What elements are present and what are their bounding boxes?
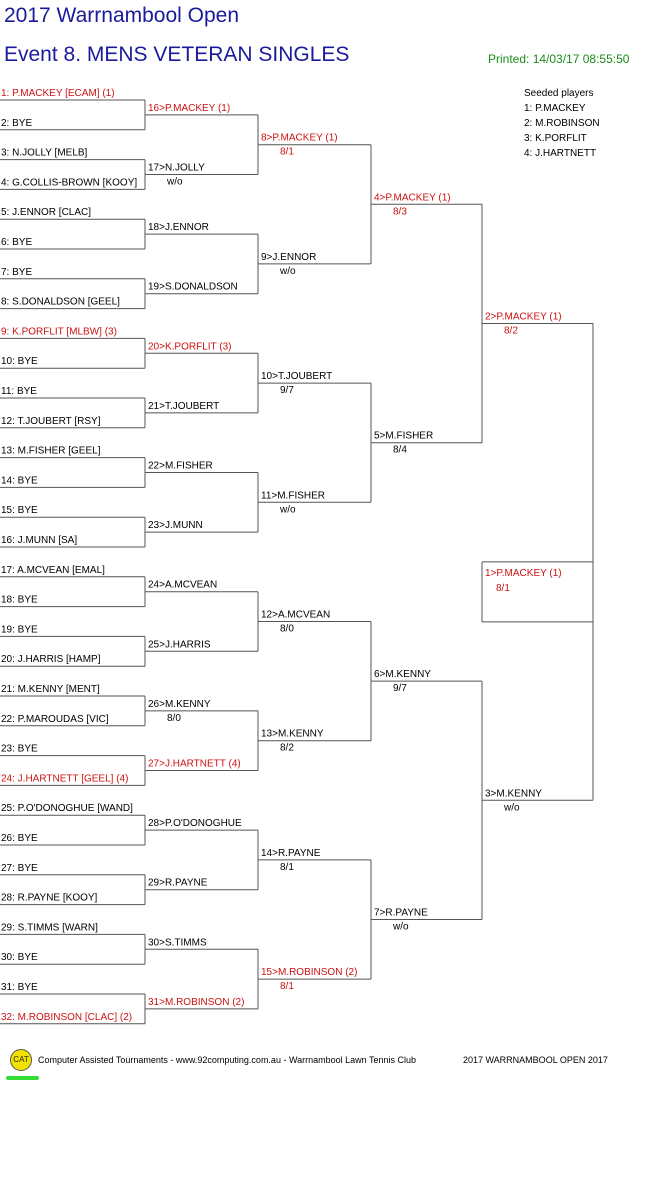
round1-player: 5: J.ENNOR [CLAC] <box>1 207 91 218</box>
round3-score: 8/1 <box>280 147 294 158</box>
seeded-players-list: Seeded players 1: P.MACKEY 2: M.ROBINSON… <box>524 86 600 161</box>
round1-player: 23: BYE <box>1 744 38 755</box>
round1-player: 22: P.MAROUDAS [VIC] <box>1 714 109 725</box>
round1-player: 8: S.DONALDSON [GEEL] <box>1 297 120 308</box>
round1-player: 16: J.MUNN [SA] <box>1 535 77 546</box>
round3-winner: 8>P.MACKEY (1) <box>261 133 338 144</box>
round2-winner: 30>S.TIMMS <box>148 937 207 948</box>
round4-score: 9/7 <box>393 683 407 694</box>
champion: 1>P.MACKEY (1) <box>485 568 562 579</box>
round2-winner: 22>M.FISHER <box>148 461 213 472</box>
round1-player: 11: BYE <box>1 386 37 397</box>
round2-score: 8/0 <box>167 713 181 724</box>
round2-winner: 18>J.ENNOR <box>148 222 209 233</box>
round1-player: 31: BYE <box>1 982 38 993</box>
seeded-player: 1: P.MACKEY <box>524 103 586 114</box>
round1-player: 14: BYE <box>1 475 38 486</box>
round1-player: 13: M.FISHER [GEEL] <box>1 446 101 457</box>
round3-score: w/o <box>279 266 296 277</box>
round4-winner: 5>M.FISHER <box>374 431 433 442</box>
seeded-player: 2: M.ROBINSON <box>524 118 600 129</box>
round3-score: 8/0 <box>280 624 294 635</box>
round4-winner: 7>R.PAYNE <box>374 908 428 919</box>
round2-winner: 25>J.HARRIS <box>148 639 211 650</box>
round1-player: 26: BYE <box>1 833 38 844</box>
round3-winner: 10>T.JOUBERT <box>261 371 332 382</box>
round1-player: 19: BYE <box>1 624 38 635</box>
final-score: 8/1 <box>496 583 510 594</box>
round1-player: 20: J.HARRIS [HAMP] <box>1 654 101 665</box>
round1-player: 6: BYE <box>1 237 32 248</box>
round1-player: 21: M.KENNY [MENT] <box>1 684 100 695</box>
round3-winner: 11>M.FISHER <box>261 490 325 501</box>
round3-winner: 15>M.ROBINSON (2) <box>261 967 357 978</box>
round1-player: 30: BYE <box>1 952 38 963</box>
round4-winner: 6>M.KENNY <box>374 669 431 680</box>
round3-winner: 14>R.PAYNE <box>261 848 321 859</box>
round3-score: 8/1 <box>280 981 294 992</box>
round2-winner: 26>M.KENNY <box>148 699 211 710</box>
round5-score: 8/2 <box>504 326 518 337</box>
round1-player: 29: S.TIMMS [WARN] <box>1 922 98 933</box>
round1-player: 3: N.JOLLY [MELB] <box>1 148 88 159</box>
footer-event-name: 2017 WARRNAMBOOL OPEN 2017 <box>463 1055 608 1065</box>
round4-score: 8/3 <box>393 206 407 217</box>
round2-winner: 29>R.PAYNE <box>148 878 208 889</box>
round3-winner: 12>A.MCVEAN <box>261 610 330 621</box>
round3-winner: 9>J.ENNOR <box>261 252 316 263</box>
cat-logo-icon: CAT <box>10 1049 32 1071</box>
round1-player: 12: T.JOUBERT [RSY] <box>1 416 101 427</box>
round1-player: 15: BYE <box>1 505 38 516</box>
round1-player: 17: A.MCVEAN [EMAL] <box>1 565 105 576</box>
round4-score: w/o <box>392 922 409 933</box>
round2-winner: 31>M.ROBINSON (2) <box>148 997 244 1008</box>
round5-winner: 3>M.KENNY <box>485 788 542 799</box>
seeded-player: 3: K.PORFLIT <box>524 133 587 144</box>
round1-player: 28: R.PAYNE [KOOY] <box>1 893 98 904</box>
round4-winner: 4>P.MACKEY (1) <box>374 192 451 203</box>
round1-player: 18: BYE <box>1 595 38 606</box>
round1-player: 27: BYE <box>1 863 38 874</box>
round3-score: 8/1 <box>280 862 294 873</box>
round3-score: 9/7 <box>280 385 294 396</box>
round3-score: 8/2 <box>280 743 294 754</box>
seeded-player: 4: J.HARTNETT <box>524 148 597 159</box>
logo-underline <box>6 1076 39 1080</box>
round1-player: 4: G.COLLIS-BROWN [KOOY] <box>1 177 137 188</box>
round1-player: 25: P.O'DONOGHUE [WAND] <box>1 803 133 814</box>
round2-winner: 27>J.HARTNETT (4) <box>148 759 241 770</box>
round1-player: 32: M.ROBINSON [CLAC] (2) <box>1 1012 132 1023</box>
round2-winner: 23>J.MUNN <box>148 520 203 531</box>
round4-score: 8/4 <box>393 445 407 456</box>
draw-bracket: 1: P.MACKEY [ECAM] (1) 2: BYE 3: N.JOLLY [… <box>0 88 594 1025</box>
printed-timestamp: Printed: 14/03/17 08:55:50 <box>488 52 630 66</box>
round2-winner: 17>N.JOLLY <box>148 163 205 174</box>
round5-winner: 2>P.MACKEY (1) <box>485 312 562 323</box>
round1-player: 24: J.HARTNETT [GEEL] (4) <box>1 773 128 784</box>
round2-winner: 20>K.PORFLIT (3) <box>148 341 231 352</box>
round1-player: 10: BYE <box>1 356 38 367</box>
page-title: 2017 Warrnambool Open <box>4 4 240 27</box>
round1-player: 7: BYE <box>1 267 32 278</box>
round2-score: w/o <box>166 177 183 188</box>
round3-winner: 13>M.KENNY <box>261 729 324 740</box>
event-title: Event 8. MENS VETERAN SINGLES <box>4 43 350 66</box>
round2-winner: 24>A.MCVEAN <box>148 580 217 591</box>
round2-winner: 21>T.JOUBERT <box>148 401 219 412</box>
round2-winner: 16>P.MACKEY (1) <box>148 103 230 114</box>
footer-credits: Computer Assisted Tournaments - www.92co… <box>38 1055 417 1065</box>
round1-player: 1: P.MACKEY [ECAM] (1) <box>1 88 115 99</box>
round2-winner: 28>P.O'DONOGHUE <box>148 818 242 829</box>
round1-player: 9: K.PORFLIT [MLBW] (3) <box>1 326 117 337</box>
seeded-heading: Seeded players <box>524 88 594 99</box>
round3-score: w/o <box>279 504 296 515</box>
round1-player: 2: BYE <box>1 118 32 129</box>
round2-winner: 19>S.DONALDSON <box>148 282 238 293</box>
round5-score: w/o <box>503 802 520 813</box>
